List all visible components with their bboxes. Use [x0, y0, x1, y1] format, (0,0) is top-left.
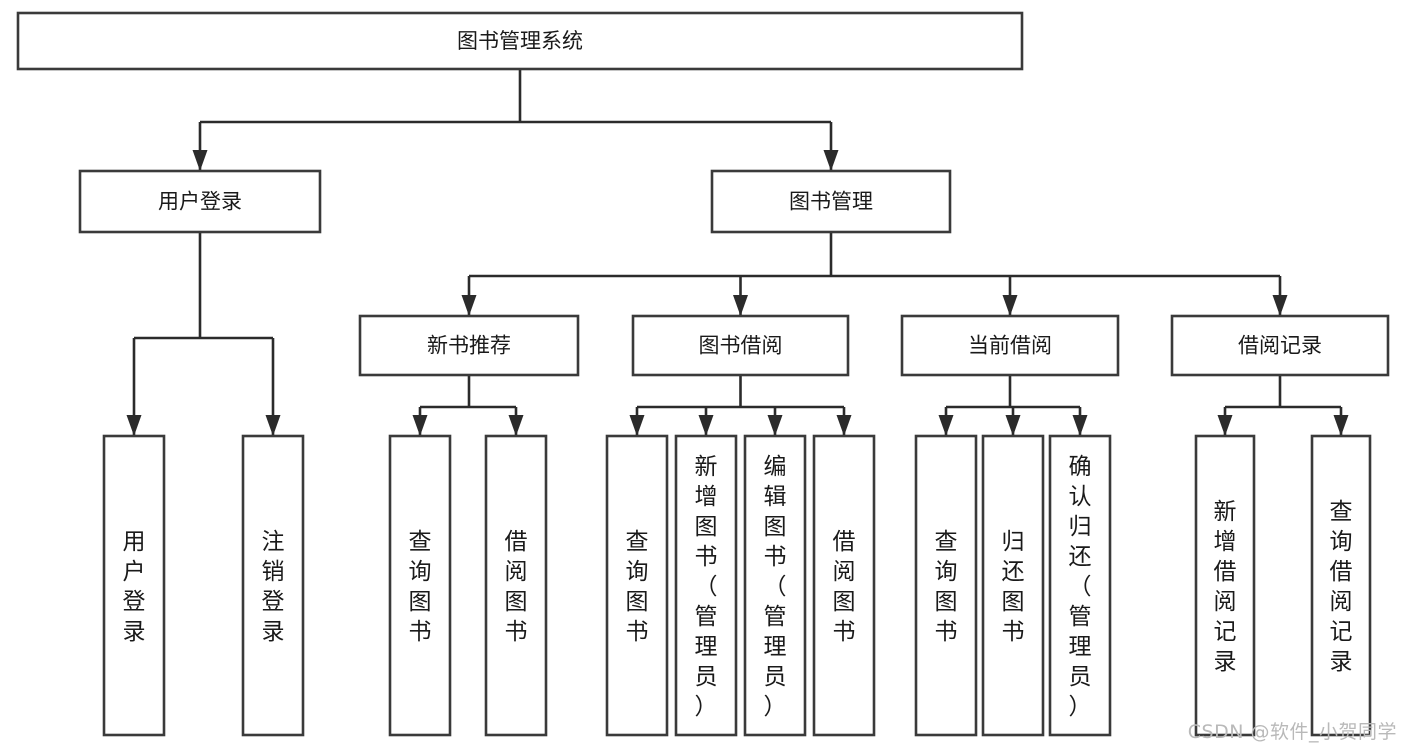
node-确认归还管理员[interactable]: 确认归还（管理员） [1048, 434, 1112, 737]
node-box-查询图书[interactable] [388, 434, 452, 737]
node-label-图书管理: 图书管理 [789, 190, 873, 214]
connector-group-借阅记录 [1217, 375, 1349, 436]
node-label-借阅图书: 借阅图书 [833, 529, 856, 645]
node-用户登录[interactable]: 用户登录 [78, 169, 322, 234]
node-box-新书推荐[interactable] [358, 314, 580, 377]
node-新增借阅记录[interactable]: 新增借阅记录 [1194, 434, 1256, 737]
node-label-查询借阅记录: 查询借阅记录 [1330, 499, 1353, 675]
connector-group-图书管理 [461, 232, 1288, 316]
node-label-借阅图书: 借阅图书 [505, 529, 528, 645]
connector-arrowhead [1272, 295, 1288, 316]
node-label-图书管理系统: 图书管理系统 [457, 29, 583, 53]
node-查询图书[interactable]: 查询图书 [388, 434, 452, 737]
connector-arrowhead [412, 415, 428, 436]
node-label-查询图书: 查询图书 [626, 529, 649, 645]
connector-arrowhead [508, 415, 524, 436]
node-label-用户登录: 用户登录 [123, 529, 146, 645]
csdn-watermark: CSDN @软件_小贺同学 [1187, 721, 1397, 743]
node-box-图书管理系统[interactable] [16, 11, 1024, 71]
connector-group-用户登录 [126, 232, 281, 436]
node-新增图书管理员[interactable]: 新增图书（管理员） [674, 434, 738, 737]
node-图书借阅[interactable]: 图书借阅 [631, 314, 850, 377]
node-box-新增借阅记录[interactable] [1194, 434, 1256, 737]
node-label-借阅记录: 借阅记录 [1238, 334, 1322, 358]
node-box-用户登录[interactable] [102, 434, 166, 737]
node-box-用户登录[interactable] [78, 169, 322, 234]
node-label-当前借阅: 当前借阅 [968, 334, 1052, 358]
node-box-查询图书[interactable] [914, 434, 978, 737]
node-编辑图书管理员[interactable]: 编辑图书（管理员） [743, 434, 807, 737]
node-label-确认归还管理员: 确认归还（管理员） [1069, 454, 1092, 720]
connector-arrowhead [126, 415, 142, 436]
connector-arrowhead [733, 295, 748, 316]
node-label-新增借阅记录: 新增借阅记录 [1214, 499, 1237, 675]
connector-arrowhead [1005, 415, 1021, 436]
connector-arrowhead [192, 150, 208, 171]
node-用户登录[interactable]: 用户登录 [102, 434, 166, 737]
node-box-查询借阅记录[interactable] [1310, 434, 1372, 737]
node-box-图书借阅[interactable] [631, 314, 850, 377]
node-查询借阅记录[interactable]: 查询借阅记录 [1310, 434, 1372, 737]
node-box-确认归还管理员[interactable] [1048, 434, 1112, 737]
connector-arrowhead [698, 415, 714, 436]
node-借阅图书[interactable]: 借阅图书 [812, 434, 876, 737]
connector-arrowhead [265, 415, 281, 436]
node-box-借阅图书[interactable] [484, 434, 548, 737]
node-查询图书[interactable]: 查询图书 [605, 434, 669, 737]
node-借阅图书[interactable]: 借阅图书 [484, 434, 548, 737]
connector-arrowhead [836, 415, 852, 436]
node-label-新书推荐: 新书推荐 [427, 334, 511, 358]
connector-arrowhead [767, 415, 783, 436]
node-label-查询图书: 查询图书 [935, 529, 958, 645]
node-box-查询图书[interactable] [605, 434, 669, 737]
connector-arrowhead [1333, 415, 1349, 436]
connector-group-图书借阅 [629, 375, 852, 436]
node-box-注销登录[interactable] [241, 434, 305, 737]
connector-arrowhead [629, 415, 645, 436]
node-box-当前借阅[interactable] [900, 314, 1120, 377]
connector-arrowhead [461, 295, 477, 316]
node-label-用户登录: 用户登录 [158, 190, 242, 214]
node-label-编辑图书管理员: 编辑图书（管理员） [764, 454, 787, 720]
node-box-借阅记录[interactable] [1170, 314, 1390, 377]
node-图书管理系统[interactable]: 图书管理系统 [16, 11, 1024, 71]
connector-group-当前借阅 [938, 375, 1088, 436]
node-label-图书借阅: 图书借阅 [699, 334, 783, 358]
node-layer: 图书管理系统用户登录用户登录注销登录图书管理新书推荐查询图书借阅图书图书借阅查询… [16, 11, 1390, 737]
connector-arrowhead [1217, 415, 1233, 436]
node-box-归还图书[interactable] [981, 434, 1045, 737]
node-label-注销登录: 注销登录 [262, 529, 285, 645]
node-label-新增图书管理员: 新增图书（管理员） [695, 454, 718, 720]
connector-group-图书管理系统 [192, 69, 839, 171]
connector-group-新书推荐 [412, 375, 524, 436]
node-box-借阅图书[interactable] [812, 434, 876, 737]
connector-arrowhead [938, 415, 954, 436]
node-图书管理[interactable]: 图书管理 [710, 169, 952, 234]
connector-arrowhead [1072, 415, 1088, 436]
node-借阅记录[interactable]: 借阅记录 [1170, 314, 1390, 377]
node-当前借阅[interactable]: 当前借阅 [900, 314, 1120, 377]
node-归还图书[interactable]: 归还图书 [981, 434, 1045, 737]
connector-arrowhead [823, 150, 839, 171]
node-label-查询图书: 查询图书 [409, 529, 432, 645]
connector-layer [126, 69, 1349, 436]
node-查询图书[interactable]: 查询图书 [914, 434, 978, 737]
connector-arrowhead [1002, 295, 1018, 316]
node-注销登录[interactable]: 注销登录 [241, 434, 305, 737]
node-box-图书管理[interactable] [710, 169, 952, 234]
node-box-编辑图书管理员[interactable] [743, 434, 807, 737]
node-新书推荐[interactable]: 新书推荐 [358, 314, 580, 377]
node-box-新增图书管理员[interactable] [674, 434, 738, 737]
node-label-归还图书: 归还图书 [1002, 529, 1025, 645]
